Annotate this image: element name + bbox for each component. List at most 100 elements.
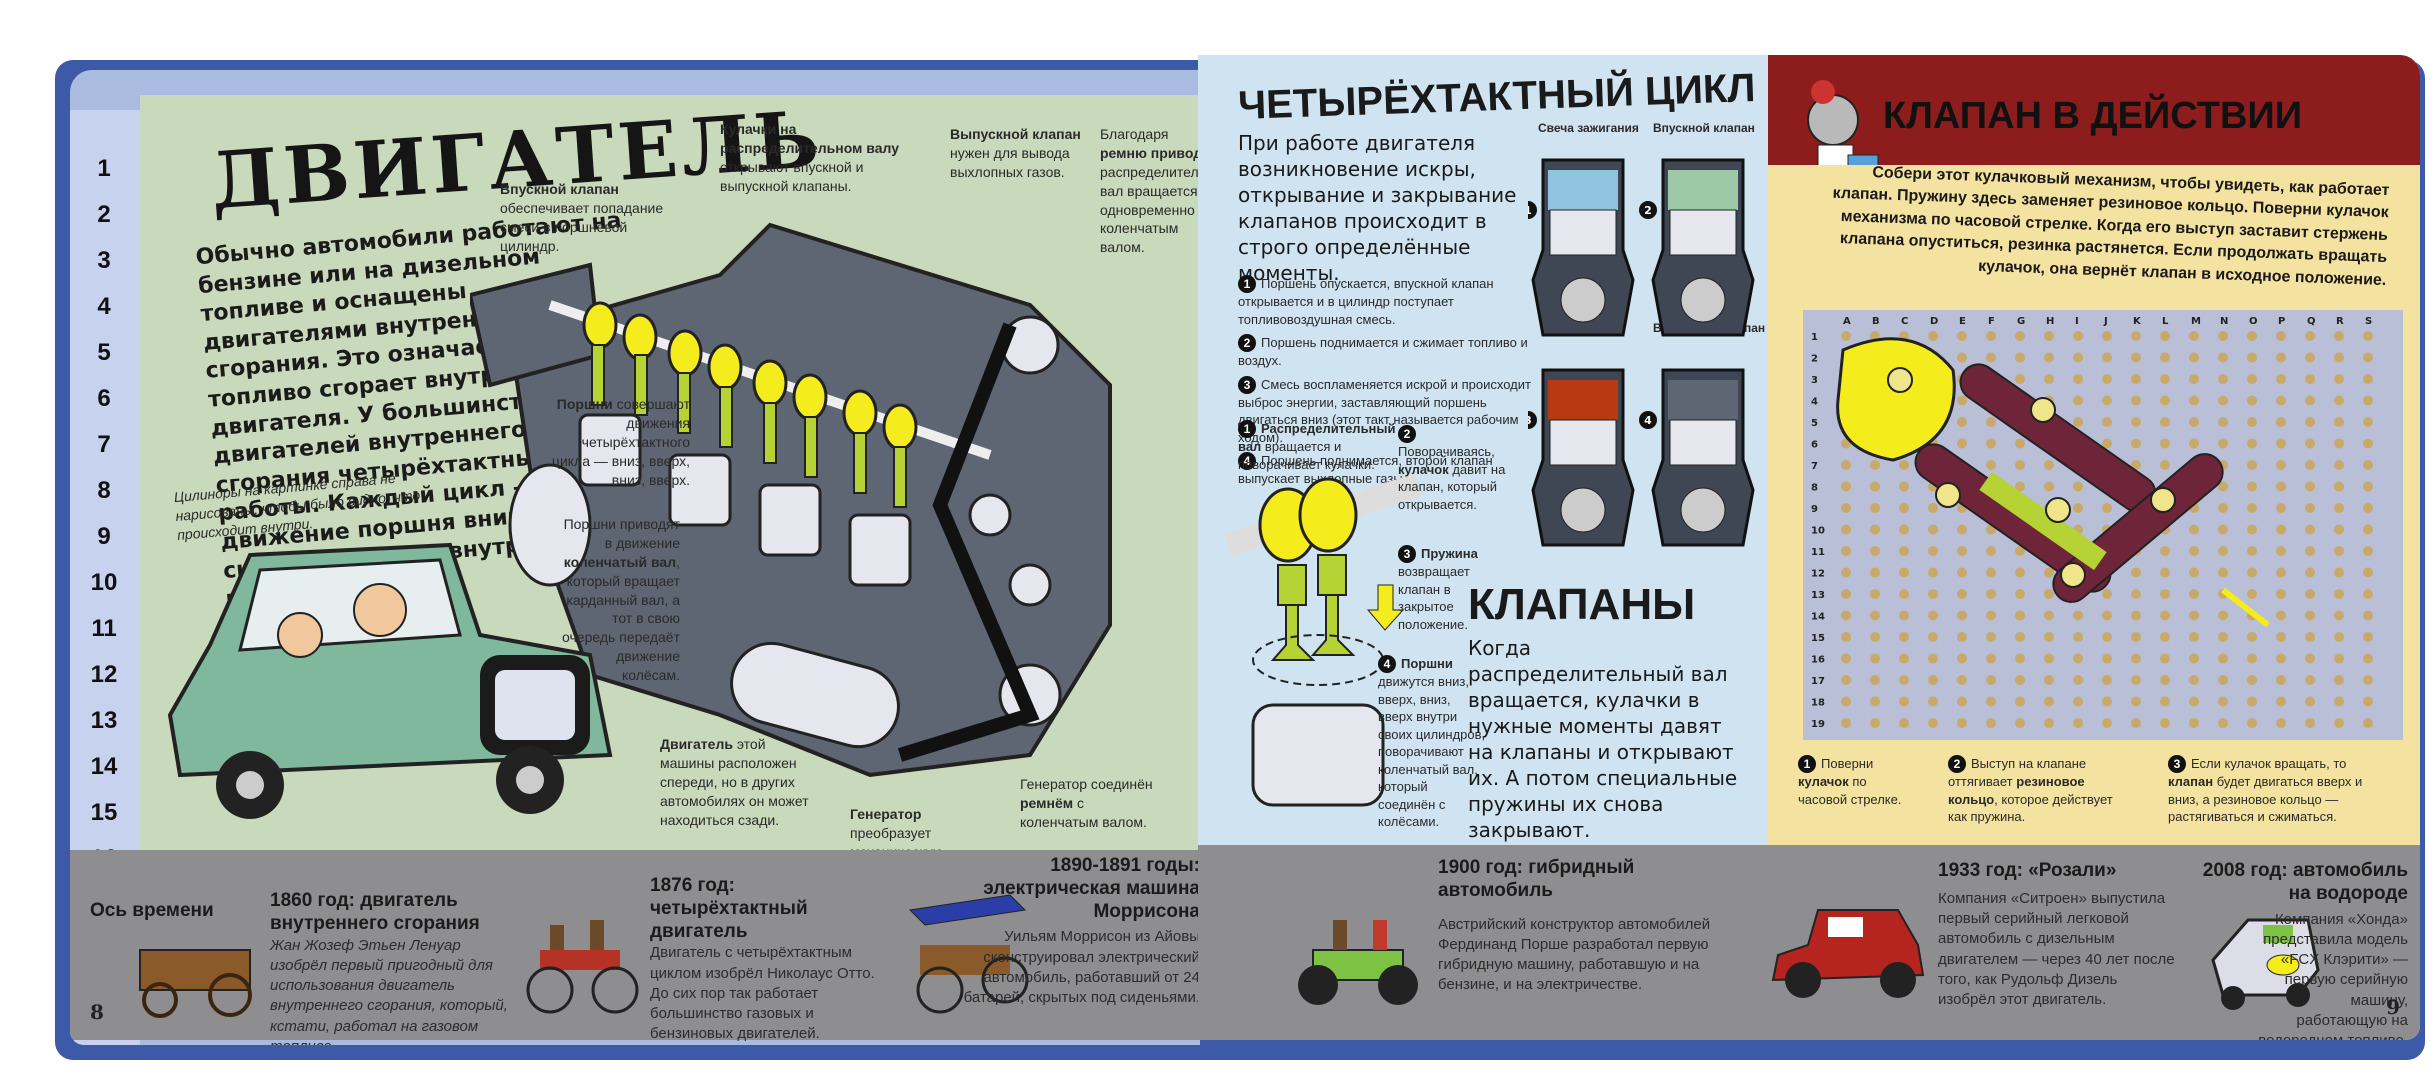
car-illustration — [167, 542, 613, 819]
grid-row-label: 19 — [1811, 719, 1825, 730]
intro-text: При работе двигателя возникновение искры… — [1238, 131, 1517, 285]
timeline-title: 1876 год: четырёхтактный двигатель — [650, 875, 808, 942]
step-number-badge: 1 — [1238, 420, 1256, 438]
grid-row-label: 10 — [1811, 526, 1825, 537]
step-bold: Пружина — [1421, 546, 1478, 561]
cylinder-diagram: 3 — [1528, 368, 1635, 547]
tab-number: 1 — [97, 155, 111, 182]
step-bold: Распределительный вал — [1238, 421, 1396, 454]
step-number-badge: 4 — [1378, 655, 1396, 673]
cylinder-number: 1 — [1528, 204, 1532, 217]
tab-number: 5 — [97, 339, 111, 366]
callout-pistons: Поршни совершают движения четырёхтактног… — [551, 396, 690, 488]
grid-column-label: M — [2191, 316, 2201, 327]
tab-number: 15 — [90, 799, 118, 826]
hydrogen-car-icon — [2211, 918, 2320, 1010]
cylinder-number: 3 — [1528, 414, 1532, 427]
grid-column-label: A — [1843, 316, 1851, 327]
grid-row-label: 3 — [1811, 375, 1818, 386]
timeline-text: Компания «Хонда» представила модель «FCX… — [2258, 910, 2408, 1040]
timeline-label: Ось времени — [90, 900, 214, 921]
grid-column-label: S — [2365, 316, 2372, 327]
tab-number: 7 — [97, 431, 111, 458]
valves-title: КЛАПАНЫ — [1468, 580, 1696, 629]
label-spark-plug: Свеча зажигания — [1538, 121, 1639, 135]
cam-piece — [1836, 337, 1956, 462]
grid-column-label: O — [2249, 316, 2258, 327]
grid-column-label: P — [2278, 316, 2285, 327]
grid-row-label: 11 — [1811, 547, 1825, 558]
step-number-badge: 2 — [1948, 755, 1966, 773]
step-text: по часовой стрелке. — [1798, 774, 1902, 807]
step-text: Смесь воспламеняется искрой и происходит… — [1238, 376, 1531, 445]
tab-number: 12 — [90, 661, 118, 688]
grid-column-label: G — [2017, 316, 2025, 327]
grid-row-label: 4 — [1811, 397, 1818, 408]
grid-row-label: 9 — [1811, 504, 1818, 515]
timeline-title: 2008 год: автомобиль на водороде — [2202, 860, 2408, 904]
grid-column-label: E — [1959, 316, 1966, 327]
grid-row-label: 12 — [1811, 569, 1825, 580]
activity-text: Собери этот кулачковый механизм, чтобы у… — [1832, 164, 2390, 289]
cylinder-number-badge — [1639, 201, 1657, 219]
page-number: 9 — [2386, 995, 2400, 1019]
cylinder-diagram: 1 — [1528, 158, 1635, 337]
timeline-item-1860: 1860 год: двигатель внутреннего сгорания… — [270, 890, 510, 1045]
tab-number: 4 — [97, 293, 111, 320]
timeline-title: 1890-1891 годы: электрическая машина Мор… — [983, 855, 1200, 922]
timeline-text: Компания «Ситроен» выпустила первый сери… — [1938, 889, 2175, 1009]
tab-number: 2 — [97, 201, 111, 228]
tab-number: 3 — [97, 247, 111, 274]
valve-illustration — [1224, 473, 1422, 807]
step-number-badge: 3 — [1238, 375, 1256, 394]
activity-header: КЛАПАН В ДЕЙСТВИИ — [1768, 55, 2420, 206]
callout-crankshaft: Поршни приводят в движение коленчатый ва… — [562, 516, 680, 684]
timeline-text: Австрийский конструктор автомобилей Ферд… — [1438, 915, 1711, 994]
timeline-text: Уильям Моррисон из Айовы сконструировал … — [963, 928, 1200, 1007]
porsche-hybrid-car-icon — [1298, 920, 1418, 1005]
step-text: давит на клапан, который открывается. — [1398, 461, 1506, 512]
cylinder-number: 2 — [1644, 204, 1652, 217]
right-page: ЧЕТЫРЁХТАКТНЫЙ ЦИКЛ При работе двигателя… — [1198, 55, 2420, 1040]
grid-column-label: Q — [2307, 316, 2316, 327]
grid-row-label: 14 — [1811, 612, 1825, 623]
timeline-item-1900: 1900 год: гибридный автомобиль Австрийск… — [1438, 857, 1738, 996]
activity-section: Собери этот кулачковый механизм, чтобы у… — [1768, 164, 2420, 845]
engine-section: ДВИГАТЕЛЬ Обычно автомобили работают на … — [140, 94, 1200, 898]
callout-engine-location: Двигатель этой машины расположен спереди… — [660, 736, 809, 828]
step-number-badge: 1 — [1798, 755, 1816, 773]
page-number: 8 — [90, 1000, 104, 1024]
timeline-title: 1933 год: «Розали» — [1938, 860, 2117, 881]
grid-column-label: F — [1988, 316, 1995, 327]
label-intake-valve: Впускной клапан — [1653, 121, 1755, 135]
grid-row-label: 6 — [1811, 440, 1818, 451]
step-text: Поршень опускается, впускной клапан откр… — [1238, 276, 1494, 327]
step-number-badge: 4 — [1238, 452, 1256, 471]
valve-step: 2Поворачиваясь, кулачок давит на клапан,… — [1398, 425, 1508, 513]
grid-column-label: R — [2336, 316, 2344, 327]
cylinder-number: 4 — [1644, 414, 1652, 427]
step-bold: клапан — [2168, 774, 2214, 789]
tab-number: 6 — [97, 385, 111, 412]
grid-column-label: J — [2103, 316, 2108, 327]
peg-bolt — [1887, 367, 1913, 393]
grid-column-label: B — [1872, 316, 1880, 327]
peg-bolt — [2030, 397, 2056, 423]
grid-row-label: 8 — [1811, 483, 1818, 494]
step-text: Выступ на клапане оттягивает — [1948, 756, 2087, 789]
cylinder-diagrams: 1 2 3 4 — [1528, 158, 1755, 547]
step-number-badge: 1 — [1238, 275, 1256, 293]
callout-cams: Кулачки на распределительном валу открыв… — [720, 121, 900, 194]
peg-bolt — [2150, 487, 2176, 513]
activity-title: КЛАПАН В ДЕЙСТВИИ — [1883, 95, 2303, 137]
grid-row-label: 15 — [1811, 633, 1825, 644]
engine-illustration — [470, 222, 1112, 778]
timeline-title: 1860 год: двигатель внутреннего сгорания — [270, 890, 480, 934]
step-bold: резиновое кольцо — [1948, 774, 2085, 807]
